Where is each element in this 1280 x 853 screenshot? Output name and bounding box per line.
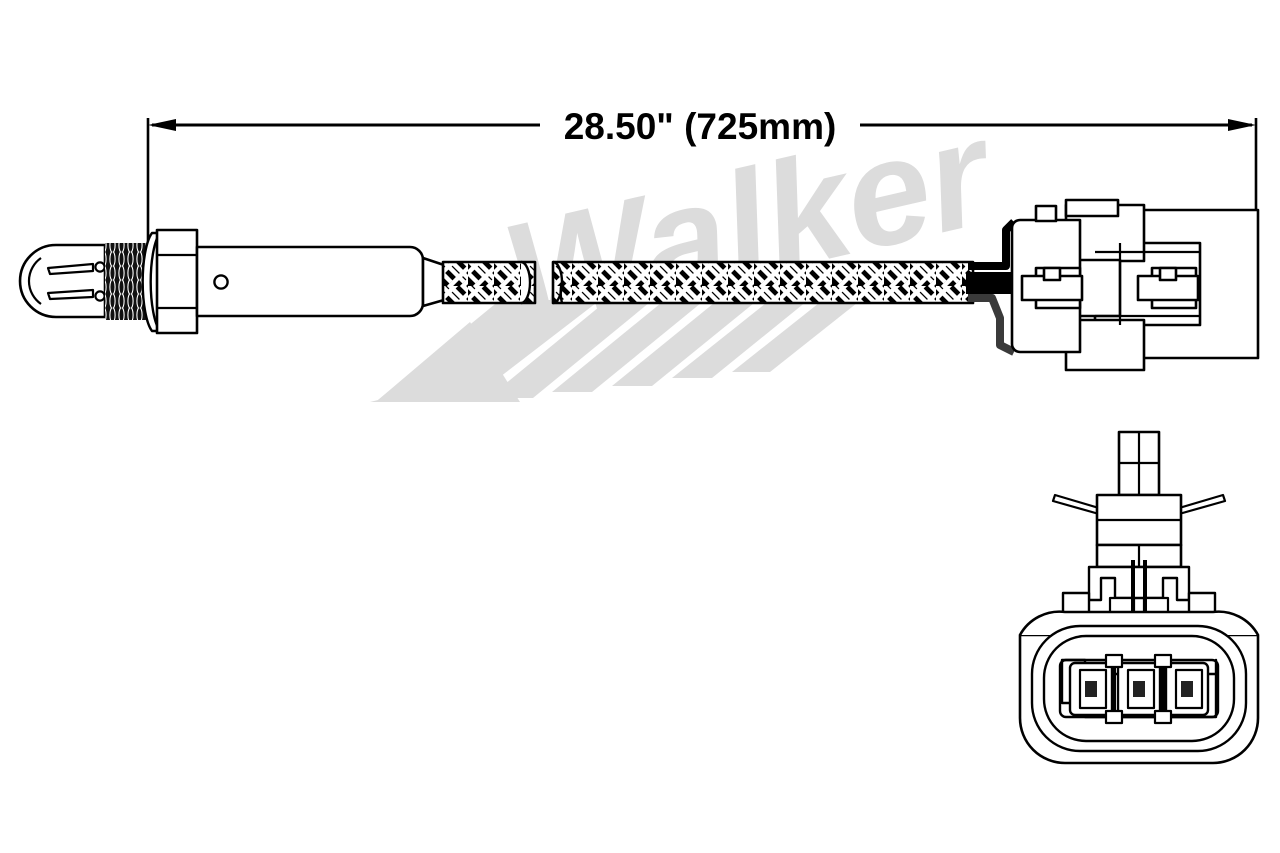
connector-face-detail xyxy=(1018,430,1260,765)
terminal-cavity-3 xyxy=(1164,661,1210,717)
dimension-arrowheads xyxy=(148,119,1256,131)
threaded-section xyxy=(105,243,148,320)
sensor-body xyxy=(195,245,446,318)
braided-cable-segment-2 xyxy=(551,260,975,305)
braided-cable-segment-1 xyxy=(441,260,537,305)
dimension-label: 28.50" (725mm) xyxy=(564,106,837,147)
sensor-nose-tip xyxy=(18,243,107,319)
electrical-connector xyxy=(1010,198,1260,372)
connector-wire-lead xyxy=(966,219,1024,356)
hex-nut xyxy=(155,228,199,335)
terminal-cavity-1 xyxy=(1068,661,1114,717)
terminal-cavity-2 xyxy=(1116,661,1162,717)
